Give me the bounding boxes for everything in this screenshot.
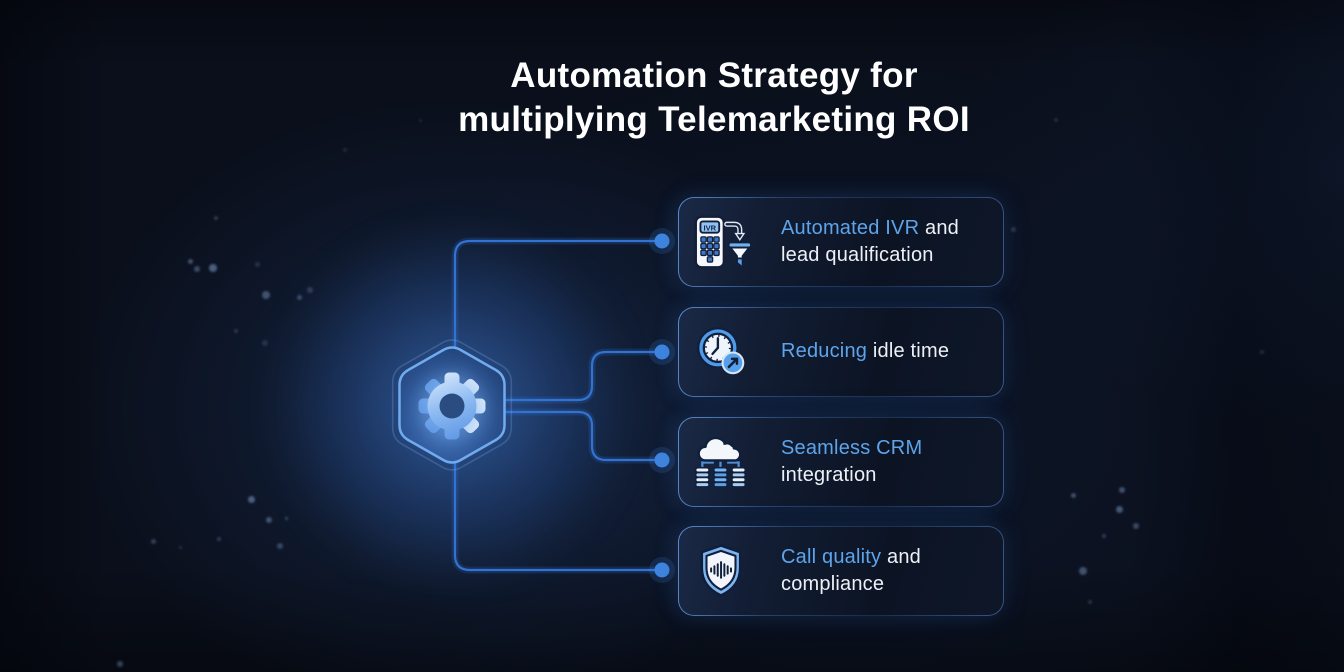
card-label: Automated IVR and lead qualification [781, 215, 993, 270]
card-crm-integration: Seamless CRM integration [678, 417, 1004, 507]
card-label: Reducing idle time [781, 338, 993, 366]
cloud-database-sync-icon [694, 436, 747, 488]
dot-card-4 [654, 562, 670, 578]
card-label: Call quality and compliance [781, 544, 993, 599]
connector-card-1 [453, 239, 662, 348]
card-label-rest: idle time [867, 340, 950, 363]
card-label: Seamless CRM integration [781, 435, 993, 490]
card-label-rest: integration [781, 464, 877, 486]
gear-icon [418, 372, 486, 440]
card-label-highlight: Call quality [781, 545, 882, 568]
svg-text:IVR: IVR [704, 223, 717, 232]
arrow-up-right-icon [727, 357, 739, 369]
connector-dots [649, 228, 675, 583]
page-title: Automation Strategy for multiplying Tele… [314, 54, 1114, 142]
database-stacks [694, 466, 747, 488]
hexagon-outer-ring [391, 339, 513, 471]
arrow-down-icon [724, 221, 746, 242]
card-label-rest: and lead qualification [781, 216, 959, 267]
dot-card-2 [654, 344, 670, 360]
card-label-highlight: Seamless CRM [781, 436, 923, 459]
clock-trend-arrow-icon [697, 327, 745, 375]
card-call-quality-compliance: Call quality and compliance [678, 526, 1004, 616]
connector-card-3 [503, 410, 662, 462]
page-title-line1: Automation Strategy for [510, 56, 918, 95]
card-automated-ivr: IVR Automated IVR and lead qualification [678, 197, 1004, 287]
card-reducing-idle-time: Reducing idle time [678, 307, 1004, 397]
shield-voice-waveform-icon [700, 544, 742, 597]
ivr-keypad-funnel-icon: IVR [694, 215, 752, 269]
card-label-rest: and compliance [781, 545, 921, 596]
card-label-highlight: Automated IVR [781, 216, 920, 239]
connector-card-4 [453, 462, 662, 572]
dot-card-1 [654, 233, 670, 249]
card-label-highlight: Reducing [781, 340, 868, 363]
dot-card-3 [654, 452, 670, 468]
connector-card-2 [503, 350, 662, 402]
funnel-icon [727, 241, 752, 269]
page-title-line2: multiplying Telemarketing ROI [458, 100, 970, 139]
waveform-bars [710, 561, 732, 579]
